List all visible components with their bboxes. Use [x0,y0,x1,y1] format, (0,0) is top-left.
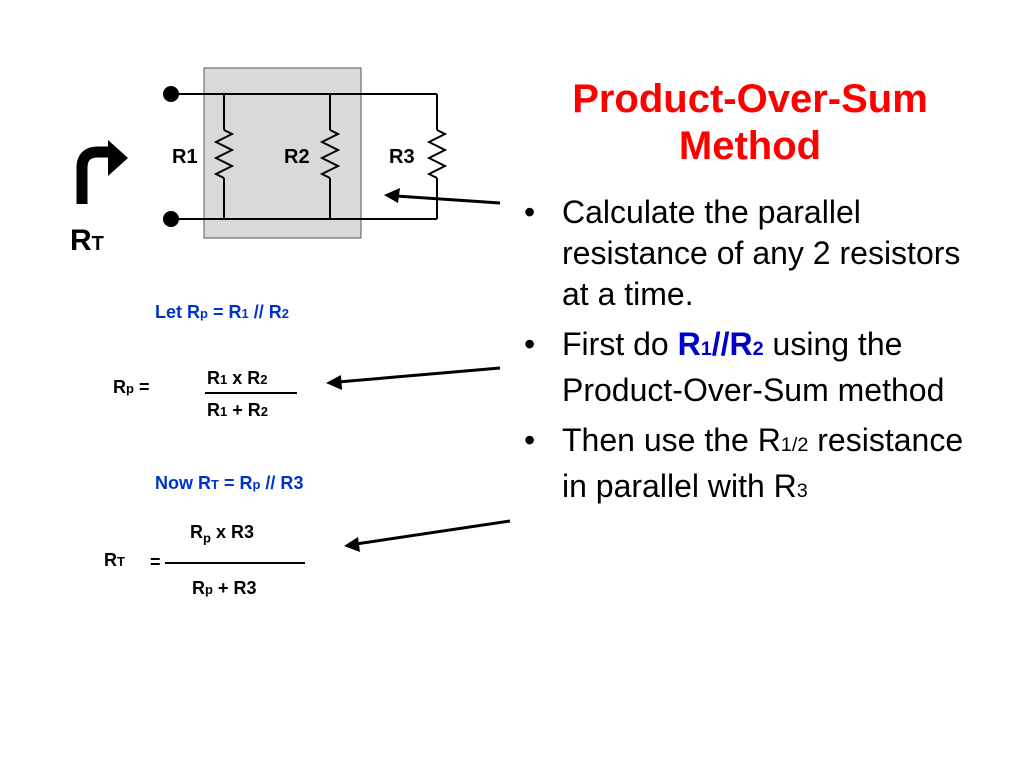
formula-rt-denominator: Rp + R3 [192,578,257,598]
label-r1: R1 [172,146,198,168]
rt-arrowhead [108,140,128,176]
pointer-arrow-1 [395,194,501,205]
formula-rp-fraction-bar [205,392,297,394]
rt-arrow-icon [76,146,110,204]
bullet-item-3: • Then use the R1/2 resistance in parall… [524,422,964,504]
bullet-list: • Calculate the parallel resistance of a… [522,192,992,521]
formula-rp-numerator: R1 x R2 [207,368,268,388]
title-line-1: Product-Over-Sum [572,77,928,121]
label-r2: R2 [284,146,310,168]
formula-rt-equals: = [150,552,161,572]
bullet-item-2: • First do R1//R2 using the Product-Over… [524,326,945,408]
page-title: Product-Over-Sum Method [520,76,980,170]
bullet-item-1: • Calculate the parallel resistance of a… [524,194,961,312]
label-rt: RT [70,224,104,258]
label-r3: R3 [389,146,415,168]
formula-rt-fraction-bar [165,562,305,564]
formula-rp-denominator: R1 + R2 [207,400,268,420]
rt-subscript: T [91,233,104,255]
formula-rp-lhs: Rp = [113,377,150,397]
formula-now-rt: Now RT = Rp // R3 [155,473,304,493]
resistor-r1 [213,94,235,219]
formula-let-rp: Let Rp = R1 // R2 [155,302,289,322]
pointer-arrow-3 [355,519,511,546]
title-line-2: Method [678,124,822,168]
circuit-background [203,67,362,239]
formula-rt-lhs: RT [104,550,125,570]
resistor-r2 [319,94,341,219]
pointer-arrow-2 [337,366,501,384]
formula-rt-numerator: Rp x R3 [190,522,254,546]
r1-r2-expression: R1//R2 [677,326,764,362]
rt-letter: R [70,224,92,257]
